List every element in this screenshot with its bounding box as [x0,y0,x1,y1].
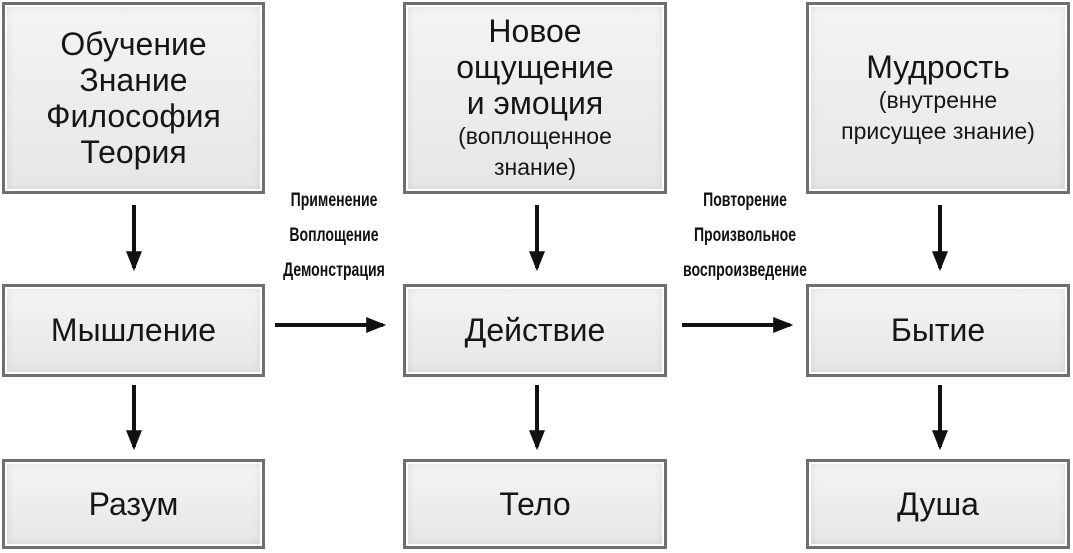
box-being-label: Бытие [890,312,986,349]
box-body-label: Тело [499,485,571,522]
box-learning-line-4: Теория [80,134,187,171]
transition-2-line-1: Повторение [703,190,787,211]
transition-1-line-1: Применение [290,190,378,211]
transition-2-line-3: воспроизведение [683,260,807,281]
transition-1-line-2: Воплощение [289,225,379,246]
box-learning-line-1: Обучение [60,25,207,62]
box-action-label: Действие [464,312,606,349]
box-being: Бытие [806,284,1070,377]
box-body: Тело [403,459,667,549]
box-mind: Разум [2,459,265,549]
transition-1-line-3: Демонстрация [283,260,385,281]
box-thinking-label: Мышление [50,312,217,349]
transition-label-1: Применение Воплощение Демонстрация [260,183,408,288]
box-new-feeling-note-2: знание) [493,154,577,181]
box-learning-line-2: Знание [79,61,188,98]
transition-label-2: Повторение Произвольное воспроизведение [671,183,819,288]
box-action: Действие [403,284,667,377]
box-learning-line-3: Философия [46,98,221,134]
box-new-feeling-line-2: ощущение [456,48,614,85]
box-new-feeling-note-1: (воплощенное [458,123,612,150]
box-wisdom-line-1: Мудрость [866,48,1010,85]
box-new-feeling-line-3: и эмоция [466,85,604,122]
box-wisdom: Мудрость (внутренне присущее знание) [806,2,1070,194]
box-wisdom-note-2: присущее знание) [841,118,1035,145]
transition-2-line-2: Произвольное [693,225,797,246]
box-thinking: Мышление [2,284,265,377]
box-wisdom-note-1: (внутренне [878,87,998,114]
box-learning: Обучение Знание Философия Теория [2,2,265,194]
box-mind-label: Разум [88,485,179,522]
box-new-feeling-line-1: Новое [488,12,582,49]
box-soul: Душа [806,459,1070,549]
box-soul-label: Душа [897,485,979,522]
box-new-feeling: Новое ощущение и эмоция (воплощенное зна… [403,2,667,194]
